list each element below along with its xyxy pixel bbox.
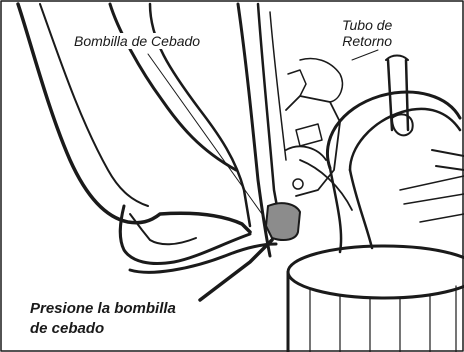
filter-bowl-sides — [288, 272, 464, 352]
carb-screw — [293, 179, 303, 189]
instruction-text: Presione la bombilla de cebado — [30, 299, 176, 339]
support-post — [238, 4, 270, 256]
return-tube-callout-line2: Retorno — [342, 33, 392, 49]
primer-leader — [148, 54, 262, 214]
carb-linkage — [288, 70, 322, 146]
lower-flange-edge — [130, 214, 196, 244]
filter-bowl-top — [288, 246, 464, 298]
instruction-line2: de cebado — [30, 319, 176, 339]
instruction-line1: Presione la bombilla — [30, 299, 176, 319]
shroud-top-curve — [110, 4, 236, 170]
return-tube-cap — [386, 56, 408, 61]
support-post-right — [258, 4, 278, 212]
return-tube-callout: Tubo de Retorno — [342, 17, 392, 49]
right-bracket — [432, 150, 464, 170]
return-leader — [352, 50, 378, 60]
filter-bowl-ribs — [310, 286, 456, 352]
return-tube-callout-line1: Tubo de — [342, 17, 392, 33]
primer-bulb-callout: Bombilla de Cebado — [72, 33, 202, 49]
support-post-face — [270, 12, 286, 160]
handle-grip — [392, 114, 413, 135]
carb-detail — [300, 59, 342, 102]
handle-inner — [350, 109, 460, 170]
cable-lines — [400, 176, 464, 222]
primer-bulb — [266, 203, 300, 240]
fuel-line — [286, 146, 352, 210]
